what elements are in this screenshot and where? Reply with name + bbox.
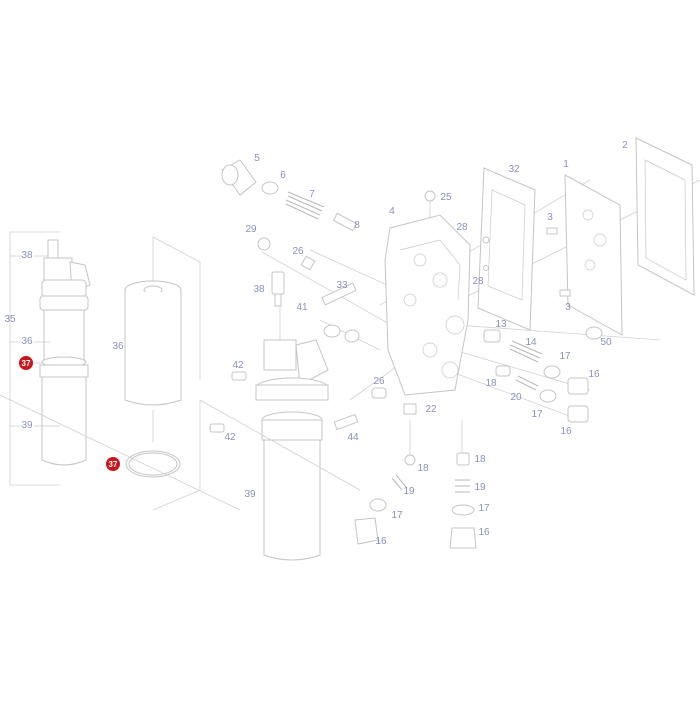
upper-valve-parts — [221, 159, 358, 232]
part-callout[interactable]: 39 — [21, 420, 33, 431]
part-callout[interactable]: 17 — [531, 409, 543, 420]
part-callout[interactable]: 17 — [478, 503, 490, 514]
part-callout[interactable]: 38 — [21, 250, 33, 261]
filter-head — [255, 300, 329, 401]
part-callout[interactable]: 2 — [622, 140, 628, 151]
part-callout[interactable]: 8 — [354, 220, 360, 231]
part-callout[interactable]: 6 — [280, 170, 286, 181]
part-callout[interactable]: 17 — [391, 510, 403, 521]
valve-body — [384, 190, 471, 396]
part-callout[interactable]: 18 — [417, 463, 429, 474]
part-callout[interactable]: 13 — [495, 319, 507, 330]
part-callout[interactable]: 26 — [373, 376, 385, 387]
gasket — [477, 167, 536, 331]
part-callout[interactable]: 28 — [456, 222, 468, 233]
right-valve-stack — [371, 329, 589, 423]
part-callout[interactable]: 39 — [244, 489, 256, 500]
part-callout[interactable]: 42 — [224, 432, 236, 443]
filter-bowl — [261, 411, 323, 561]
part-callout[interactable]: 35 — [4, 314, 16, 325]
filter-element — [124, 237, 182, 442]
part-callout[interactable]: 16 — [478, 527, 490, 538]
part-callout[interactable]: 16 — [588, 369, 600, 380]
highlighted-part-callout[interactable]: 37 — [19, 356, 33, 370]
part-callout[interactable]: 18 — [485, 378, 497, 389]
highlighted-part-callout[interactable]: 37 — [106, 457, 120, 471]
o-ring — [125, 450, 181, 478]
plug — [585, 326, 603, 340]
lower-valve-stack-right — [449, 452, 477, 549]
part-callout[interactable]: 1 — [563, 159, 569, 170]
part-callout[interactable]: 28 — [472, 276, 484, 287]
part-callout[interactable]: 42 — [232, 360, 244, 371]
part-callout[interactable]: 22 — [425, 404, 437, 415]
part-callout[interactable]: 29 — [245, 224, 257, 235]
small-fittings — [209, 237, 360, 433]
part-callout[interactable]: 26 — [292, 246, 304, 257]
rear-gasket-plate — [635, 137, 695, 296]
part-callout[interactable]: 7 — [309, 189, 315, 200]
part-callout[interactable]: 32 — [508, 164, 520, 175]
part-callout[interactable]: 19 — [403, 486, 415, 497]
part-callout[interactable]: 17 — [559, 351, 571, 362]
part-callout[interactable]: 3 — [565, 302, 571, 313]
assembly-bracket — [9, 231, 60, 486]
part-callout[interactable]: 4 — [389, 206, 395, 217]
part-callout[interactable]: 14 — [525, 337, 537, 348]
part-callout[interactable]: 18 — [474, 454, 486, 465]
panel-outline — [152, 236, 201, 511]
part-callout[interactable]: 50 — [600, 337, 612, 348]
lower-valve-stack-left — [354, 454, 416, 545]
part-callout[interactable]: 19 — [474, 482, 486, 493]
part-callout[interactable]: 36 — [112, 341, 124, 352]
part-callout[interactable]: 25 — [440, 192, 452, 203]
part-callout[interactable]: 36 — [21, 336, 33, 347]
part-callout[interactable]: 44 — [347, 432, 359, 443]
part-callout[interactable]: 20 — [510, 392, 522, 403]
part-callout[interactable]: 33 — [336, 280, 348, 291]
filter-assembly-left — [33, 239, 91, 466]
part-callout[interactable]: 5 — [254, 153, 260, 164]
cover-plate — [546, 174, 623, 336]
part-callout[interactable]: 41 — [296, 302, 308, 313]
part-callout[interactable]: 16 — [560, 426, 572, 437]
part-callout[interactable]: 16 — [375, 536, 387, 547]
part-callout[interactable]: 3 — [547, 212, 553, 223]
sensor — [271, 271, 285, 307]
part-callout[interactable]: 38 — [253, 284, 265, 295]
